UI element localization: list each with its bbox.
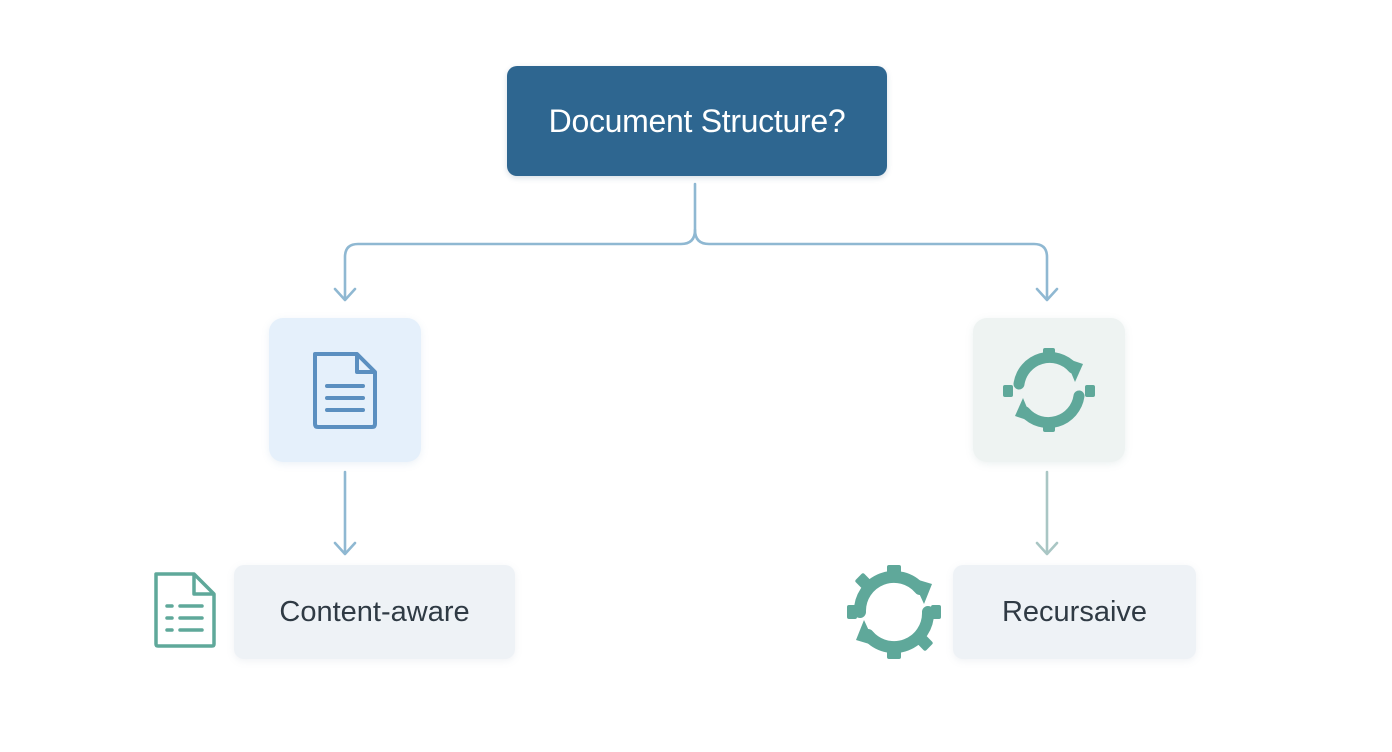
arrowhead-left-bottom bbox=[333, 541, 357, 556]
content-aware-label: Content-aware bbox=[279, 595, 470, 628]
recursive-label: Recursaive bbox=[1001, 595, 1148, 628]
refresh-gear-icon-wrap bbox=[842, 562, 946, 662]
document-tile[interactable] bbox=[269, 318, 421, 462]
arrowhead-right-top bbox=[1035, 287, 1059, 302]
arrowhead-right-bottom bbox=[1035, 541, 1059, 556]
root-stem-right bbox=[693, 228, 1049, 300]
recycle-tile[interactable] bbox=[973, 318, 1125, 462]
content-aware-node[interactable]: Content-aware bbox=[234, 565, 515, 659]
recycle-gear-icon bbox=[1003, 348, 1095, 432]
document-icon bbox=[313, 352, 377, 429]
document-list-icon bbox=[154, 572, 216, 648]
arrowhead-left-top bbox=[333, 287, 357, 302]
root-stem bbox=[343, 182, 697, 300]
document-list-icon-wrap bbox=[148, 568, 222, 652]
refresh-gear-icon bbox=[847, 565, 941, 659]
root-decision-node[interactable]: Document Structure? bbox=[507, 66, 887, 176]
root-label: Document Structure? bbox=[548, 102, 846, 139]
recursive-node[interactable]: Recursaive bbox=[953, 565, 1196, 659]
